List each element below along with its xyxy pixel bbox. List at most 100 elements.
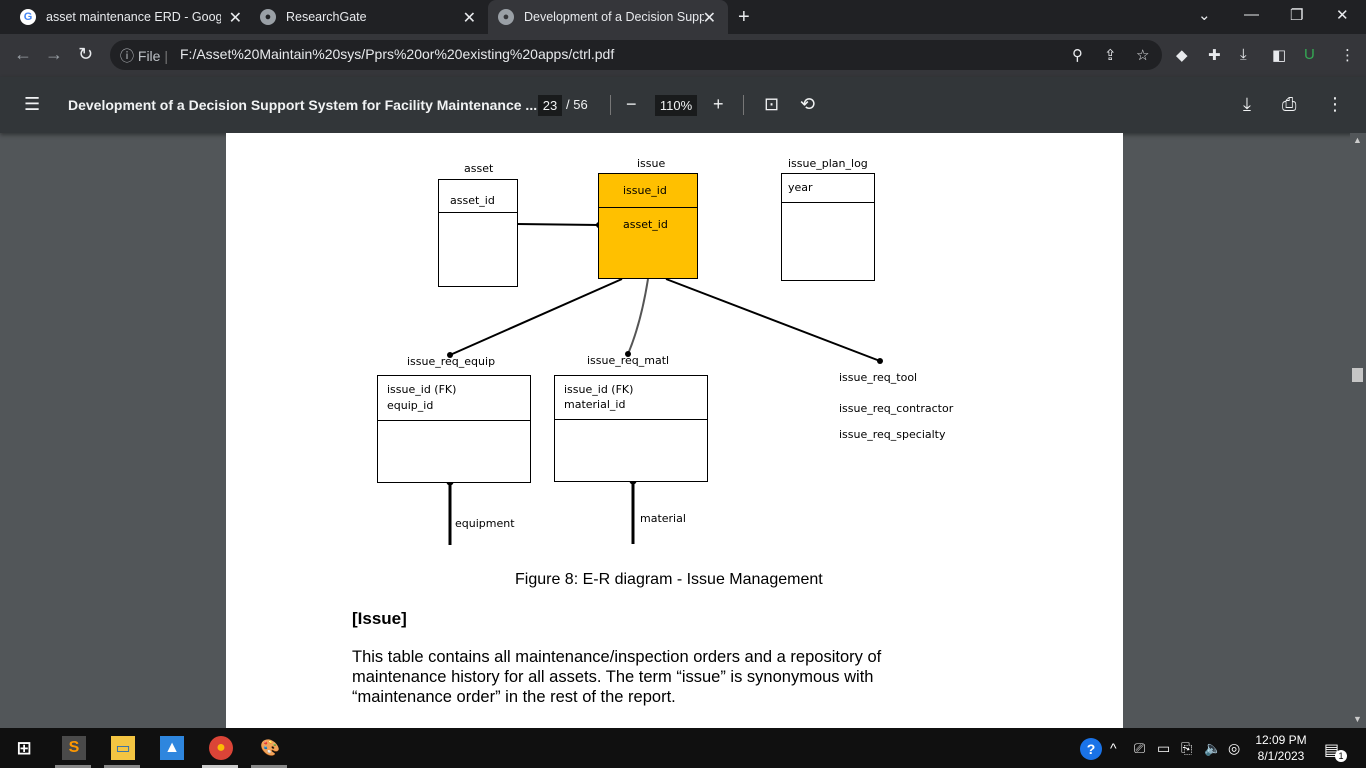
google-icon: G	[20, 9, 36, 25]
scroll-up-icon[interactable]: ▲	[1353, 135, 1362, 145]
entity-issue-req-equip: issue_id (FK) equip_id	[377, 375, 531, 483]
chrome-icon[interactable]: ●	[209, 736, 233, 760]
entity-name-issue-req-equip: issue_req_equip	[407, 355, 496, 368]
file-explorer-icon[interactable]: ▭	[111, 736, 135, 760]
issue-req-equip-field-1: issue_id (FK)	[387, 383, 457, 396]
issue-req-matl-field-2: material_id	[564, 398, 626, 411]
share-icon[interactable]: ⇪	[1104, 47, 1117, 64]
issue-req-equip-field-2: equip_id	[387, 399, 434, 412]
close-tab-icon[interactable]: ✕	[228, 10, 242, 27]
er-diagram-connectors	[446, 222, 883, 545]
download-icon[interactable]: ⤓	[1240, 46, 1247, 63]
pdf-page: asset asset_id issue issue_id asset_id i…	[226, 133, 1123, 728]
bookmark-star-icon[interactable]: ☆	[1136, 47, 1150, 64]
address-bar[interactable]	[110, 40, 1162, 70]
entity-name-issue-plan-log: issue_plan_log	[788, 157, 868, 170]
connector-asset-issue	[516, 223, 600, 226]
tab-search-icon[interactable]: ⌄	[1198, 7, 1211, 24]
fit-page-icon[interactable]: ⊡	[764, 94, 780, 114]
taskbar-indicator	[251, 765, 287, 768]
site-info[interactable]: ⓘ File |	[120, 46, 168, 66]
print-icon[interactable]: ⎙	[1282, 94, 1297, 114]
download-pdf-icon[interactable]: ⤓	[1243, 94, 1251, 114]
issue-plan-log-key-section: year	[782, 174, 874, 203]
rotate-icon[interactable]: ⟲	[800, 94, 816, 114]
network-icon[interactable]: ⎘	[1181, 740, 1193, 756]
volume-icon[interactable]: 🔈	[1204, 740, 1222, 756]
windows-start-icon[interactable]: ⊞	[16, 737, 32, 758]
url-text[interactable]: F:/Asset%20Maintain%20sys/Pprs%20or%20ex…	[180, 46, 615, 62]
connector-issue-tool	[665, 278, 881, 362]
divider	[610, 95, 611, 115]
url-divider: |	[164, 48, 168, 64]
zoom-in-button[interactable]: +	[713, 94, 724, 114]
show-hidden-icons[interactable]: ^	[1110, 740, 1117, 756]
menu-icon[interactable]: ⋮	[1340, 47, 1355, 64]
issue-req-matl-field-1: issue_id (FK)	[564, 383, 634, 396]
paint-icon[interactable]: 🎨	[260, 740, 280, 757]
label-issue-req-tool: issue_req_tool	[839, 371, 918, 384]
side-panel-icon[interactable]: ◧	[1272, 47, 1287, 64]
entity-issue-plan-log: year	[781, 173, 875, 281]
help-icon[interactable]: ?	[1080, 738, 1102, 760]
connector-dot	[625, 351, 631, 357]
body-paragraph: This table contains all maintenance/insp…	[352, 648, 882, 706]
restore-button[interactable]: ❐	[1290, 7, 1304, 24]
issue-req-matl-key-section: issue_id (FK) material_id	[555, 376, 707, 420]
info-icon: ⓘ	[120, 48, 134, 64]
asset-key-section: asset_id	[439, 180, 517, 213]
document-title: Development of a Decision Support System…	[68, 97, 538, 113]
globe-icon: ●	[498, 9, 514, 25]
asset-key-field: asset_id	[450, 194, 495, 207]
globe-icon: ●	[260, 9, 276, 25]
entity-asset: asset_id	[438, 179, 518, 287]
close-tab-icon[interactable]: ✕	[462, 10, 476, 27]
photos-icon[interactable]: ▲	[160, 736, 184, 760]
more-options-icon[interactable]: ⋮	[1326, 94, 1344, 114]
zoom-out-button[interactable]: −	[626, 94, 637, 114]
scroll-thumb[interactable]	[1352, 368, 1363, 382]
puzzle-icon[interactable]: ✚	[1208, 47, 1221, 64]
scroll-down-icon[interactable]: ▼	[1353, 714, 1362, 724]
entity-name-issue-req-matl: issue_req_matl	[587, 354, 670, 367]
profile-icon[interactable]: U	[1304, 46, 1315, 63]
issue-key-field: issue_id	[623, 184, 667, 197]
issue-fk-field: asset_id	[623, 218, 668, 231]
system-clock[interactable]: 12:09 PM 8/1/2023	[1250, 732, 1312, 764]
meet-icon[interactable]: ⎚	[1134, 740, 1146, 756]
page-total: / 56	[566, 97, 588, 112]
language-icon[interactable]: ◎	[1228, 740, 1241, 756]
issue-req-equip-key-section: issue_id (FK) equip_id	[378, 376, 530, 421]
sublime-text-icon[interactable]: S	[62, 736, 86, 760]
tab-researchgate[interactable]: ● ResearchGate ✕	[250, 0, 486, 34]
taskbar-indicator	[202, 765, 238, 768]
forward-arrow-icon[interactable]: →	[45, 44, 63, 64]
back-arrow-icon[interactable]: ←	[14, 44, 32, 64]
notification-count: 1	[1335, 750, 1347, 762]
minimize-button[interactable]: —	[1244, 6, 1259, 23]
tab-decision-support[interactable]: ● Development of a Decision Supp ✕	[488, 0, 728, 34]
tab-title: asset maintenance ERD - Google	[46, 10, 221, 24]
label-material: material	[640, 512, 686, 525]
zoom-level-input[interactable]: 110%	[655, 95, 697, 116]
page-scrollbar[interactable]	[1350, 133, 1366, 728]
tab-asset-erd[interactable]: G asset maintenance ERD - Google ✕	[12, 0, 248, 34]
divider	[743, 95, 744, 115]
entity-name-issue: issue	[637, 157, 666, 170]
taskbar-indicator	[55, 765, 91, 768]
connector-dot	[447, 352, 453, 358]
reload-icon[interactable]: ↻	[78, 44, 94, 64]
extension-icon[interactable]: ◆	[1176, 47, 1188, 64]
entity-issue: issue_id asset_id	[598, 173, 698, 279]
url-scheme: File	[137, 48, 161, 64]
connector-issue-equip	[449, 278, 623, 356]
new-tab-button[interactable]: +	[738, 6, 750, 28]
tab-title: ResearchGate	[286, 10, 367, 24]
zoom-icon[interactable]: ⚲	[1072, 47, 1083, 64]
hamburger-menu-icon[interactable]: ☰	[24, 94, 41, 114]
close-tab-icon[interactable]: ✕	[702, 10, 716, 27]
close-window-button[interactable]: ✕	[1336, 7, 1349, 24]
battery-icon[interactable]: ▭	[1157, 740, 1171, 756]
page-number-input[interactable]: 23	[538, 95, 562, 116]
tab-title: Development of a Decision Supp	[524, 10, 704, 24]
